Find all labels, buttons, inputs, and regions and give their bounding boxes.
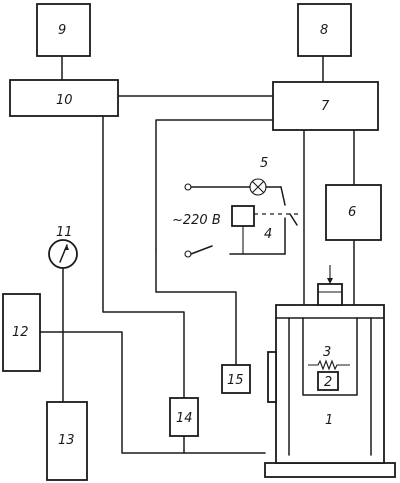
chamber-base [264,462,396,478]
block-10: 10 [9,79,119,117]
block-7-label: 7 [321,99,330,114]
terminal-bottom [184,250,192,258]
sample-label: 2 [324,375,332,390]
manual-switch [190,245,213,255]
wire-14-chamber [183,435,266,454]
gauge-11: 11 [48,225,78,269]
block-13: 13 [46,401,88,481]
press-screw [317,283,343,306]
block-8: 8 [297,3,352,57]
sample-2 [317,371,339,391]
gauge-needle-tip [64,245,69,250]
switch-upper [280,186,286,206]
block-6: 6 [325,184,382,241]
heater-3 [308,359,350,371]
block-7: 7 [272,81,379,131]
block-12-label: 12 [12,325,29,340]
block-9-label: 9 [58,23,66,38]
chamber-window [267,351,277,403]
inner-cup [302,317,358,396]
power-circuit: 5 4 ~220 B [172,156,300,258]
chamber-label: 1 [325,413,333,428]
terminal-top [184,183,192,191]
gauge-label: 11 [56,225,73,240]
lamp-label: 5 [260,156,268,171]
wire-7-15 [155,119,274,366]
relay-contact [289,213,298,226]
relay-label: 4 [264,227,272,242]
wire-10-14 [102,115,185,399]
wiring [39,55,355,454]
block-14: 14 [169,397,199,437]
block-15-label: 15 [227,373,244,388]
block-14-label: 14 [176,411,193,426]
block-12: 12 [2,293,41,372]
block-15: 15 [221,364,251,394]
block-13-label: 13 [58,433,75,448]
block-8-label: 8 [320,23,328,38]
block-10-label: 10 [56,93,73,108]
voltage-label: ~220 B [172,213,221,228]
block-6-label: 6 [348,205,356,220]
block-9: 9 [36,3,91,57]
heater-label: 3 [323,345,331,360]
relay-4: 4 [231,205,300,254]
force-arrow-head [327,278,333,284]
chamber-1: 3 2 1 [264,265,396,478]
lamp-5: 5 [249,156,268,196]
wire-12-chamber [39,331,185,454]
